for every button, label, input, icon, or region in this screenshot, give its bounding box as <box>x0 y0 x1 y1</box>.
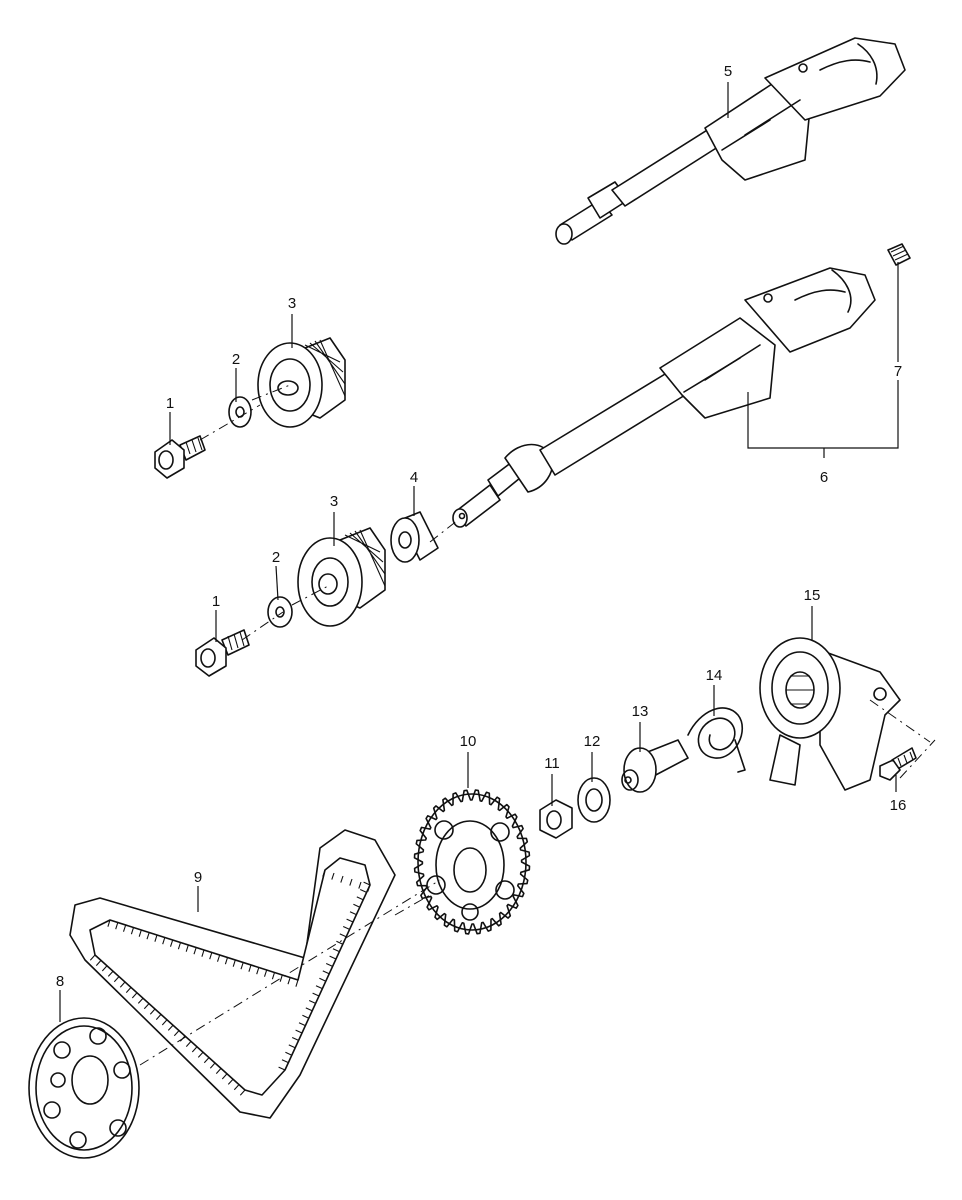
axis-lines <box>139 384 936 1066</box>
part-nut <box>539 799 573 839</box>
part-camshaft-upper <box>555 37 906 245</box>
callout-7: 7 <box>894 363 902 380</box>
callout-3-lower: 3 <box>330 493 338 510</box>
callouts: 1 1 2 2 3 3 4 5 6 7 8 9 10 11 12 13 14 1… <box>56 63 907 990</box>
part-washer-upper <box>228 396 252 428</box>
part-camshaft-lower <box>452 267 876 528</box>
callout-13: 13 <box>632 703 649 720</box>
part-screw-plug <box>887 243 911 266</box>
callout-10: 10 <box>460 733 477 750</box>
callout-12: 12 <box>584 733 601 750</box>
callout-3-upper: 3 <box>288 295 296 312</box>
part-sprocket-upper <box>257 337 346 428</box>
callout-6: 6 <box>820 469 828 486</box>
part-washer-12 <box>577 777 611 823</box>
callout-2-lower: 2 <box>272 549 280 566</box>
part-crank-pulley <box>28 1017 140 1159</box>
part-spring <box>687 707 746 773</box>
part-washer-lower <box>267 596 293 628</box>
part-sprocket-lower <box>297 527 386 627</box>
callout-1-lower: 1 <box>212 593 220 610</box>
callout-1-upper: 1 <box>166 395 174 412</box>
part-bolt-lower <box>195 629 250 677</box>
callout-5: 5 <box>724 63 732 80</box>
leader-lines <box>59 82 899 1022</box>
callout-11: 11 <box>544 755 560 772</box>
callout-2-upper: 2 <box>232 351 240 368</box>
callout-8: 8 <box>56 973 64 990</box>
callout-9: 9 <box>194 869 202 886</box>
part-bolt-16 <box>879 747 917 781</box>
part-bolt-upper <box>154 435 206 479</box>
part-tensioner-pulley <box>759 637 901 791</box>
part-bushing <box>390 511 439 563</box>
part-sleeve <box>621 739 689 793</box>
callout-4: 4 <box>410 469 418 486</box>
part-cam-gear <box>413 789 531 935</box>
callout-14: 14 <box>706 667 723 684</box>
part-timing-belt <box>69 829 396 1119</box>
callout-16: 16 <box>890 797 907 814</box>
callout-15: 15 <box>804 587 821 604</box>
